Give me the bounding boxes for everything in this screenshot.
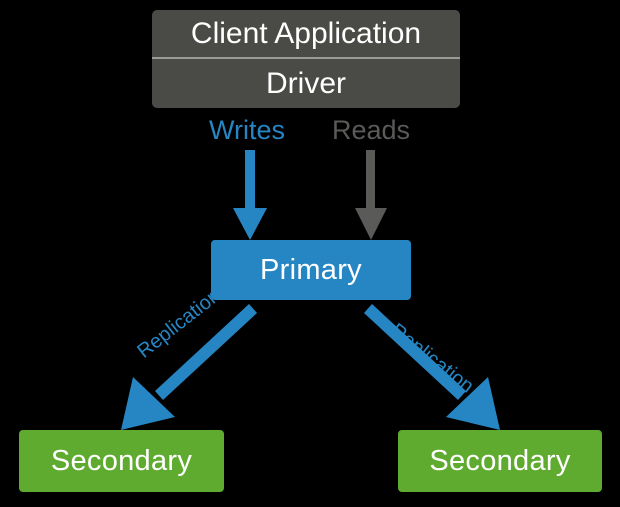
replication-right-label: Replication: [386, 319, 478, 398]
driver-node: Driver: [152, 59, 460, 108]
primary-label: Primary: [260, 253, 362, 286]
secondary-node-right: Secondary: [398, 430, 602, 492]
reads-flow-label: Reads: [332, 115, 411, 145]
writes-arrow-icon: [233, 150, 267, 240]
primary-node: Primary: [211, 240, 411, 300]
client-application-stack: Client Application Driver: [152, 10, 460, 108]
reads-arrow-icon: [355, 150, 387, 240]
secondary-right-label: Secondary: [429, 444, 571, 477]
secondary-left-label: Secondary: [50, 444, 193, 477]
driver-label: Driver: [266, 66, 346, 100]
secondary-node-left: Secondary: [19, 430, 224, 492]
stack-divider: [152, 57, 460, 59]
writes-flow-label: Writes: [209, 115, 286, 145]
client-application-label: Client Application: [190, 16, 422, 50]
client-application-node: Client Application: [152, 10, 460, 57]
